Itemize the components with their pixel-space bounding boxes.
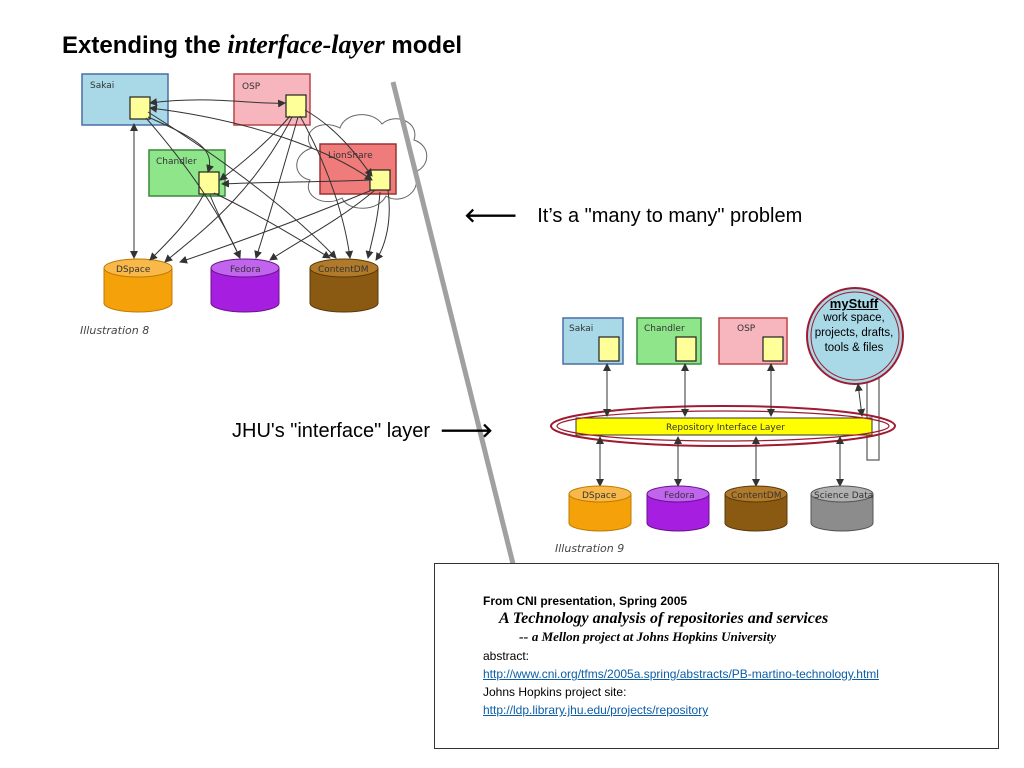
repo-contentdm-top: ContentDM <box>309 258 379 313</box>
citation-subtitle: -- a Mellon project at Johns Hopkins Uni… <box>483 628 879 647</box>
citation-source: From CNI presentation, Spring 2005 <box>483 594 688 608</box>
layer-highlight-ellipse-inner <box>556 410 890 442</box>
right-arrow-icon: 🡒 <box>439 418 494 442</box>
box-lionshare-top: LionShare <box>319 143 397 195</box>
repo-label: Science Data <box>814 491 873 501</box>
illustration-8: Sakai OSP Chandler LionShare DSpace Fedo… <box>80 73 428 337</box>
repo-dspace-top: DSpace <box>103 258 173 313</box>
mystuff-line: tools & files <box>824 342 884 354</box>
box-label: Sakai <box>569 324 593 334</box>
citation-content: From CNI presentation, Spring 2005 A Tec… <box>483 592 879 719</box>
box-osp-top: OSP <box>233 73 311 126</box>
callout-jhu-text: JHU's "interface" layer <box>232 420 431 442</box>
repo-label: ContentDM <box>318 265 369 275</box>
repo-label: DSpace <box>582 491 617 501</box>
repo-fedora-bottom: Fedora <box>646 485 710 532</box>
box-chandler-top: Chandler <box>148 149 226 197</box>
repository-interface-layer <box>575 417 873 436</box>
mystuff-circle-inner <box>810 291 900 381</box>
box-label: Chandler <box>644 324 685 334</box>
repo-contentdm-bottom: ContentDM <box>724 485 788 532</box>
box-chandler-bottom: Chandler <box>636 317 702 365</box>
box-label: OSP <box>737 324 756 334</box>
layer-highlight-ellipse <box>550 405 896 447</box>
box-label: Sakai <box>90 81 114 91</box>
repo-fedora-top: Fedora <box>210 258 280 313</box>
callout-many-text: It’s a "many to many" problem <box>537 205 803 227</box>
mystuff-title: myStuff <box>829 296 879 311</box>
citation-subtitle-text: a Mellon project at Johns Hopkins Univer… <box>531 629 776 644</box>
illustration-caption: Illustration 8 <box>80 324 149 337</box>
box-label: Chandler <box>156 157 197 167</box>
box-osp-bottom: OSP <box>718 317 788 365</box>
slide-title: Extending the interface-layer model <box>62 30 462 60</box>
repo-science-bottom: Science Data <box>810 485 874 532</box>
box-label: LionShare <box>328 151 373 161</box>
box-sakai-top: Sakai <box>81 73 169 126</box>
box-label: OSP <box>242 82 261 92</box>
left-arrow-icon: 🡐 <box>464 203 518 227</box>
title-prefix: Extending the <box>62 32 221 59</box>
mystuff-line: projects, drafts, <box>814 327 894 339</box>
connectors-top <box>130 98 390 264</box>
title-emphasis: interface-layer <box>227 30 385 59</box>
box-sakai-bottom: Sakai <box>562 317 624 365</box>
illustration-9: Sakai Chandler OSP Repository Interface … <box>550 287 904 555</box>
callout-jhu-layer: JHU's "interface" layer 🡒 <box>232 418 493 443</box>
connectors-bottom <box>596 363 866 487</box>
mystuff-line: work space, <box>823 312 885 324</box>
abstract-link[interactable]: http://www.cni.org/tfms/2005a.spring/abs… <box>483 667 879 681</box>
project-site-link[interactable]: http://ldp.library.jhu.edu/projects/repo… <box>483 703 709 717</box>
repo-label: Fedora <box>230 265 261 275</box>
repo-dspace-bottom: DSpace <box>568 485 632 532</box>
layer-label: Repository Interface Layer <box>666 423 785 433</box>
abstract-label: abstract: <box>483 649 530 663</box>
repo-label: ContentDM <box>731 491 782 501</box>
pointer-line <box>390 81 522 586</box>
citation-dash: -- <box>519 630 529 645</box>
mystuff-label: myStuff work space, projects, drafts, to… <box>806 296 902 356</box>
citation-box: From CNI presentation, Spring 2005 A Tec… <box>434 563 999 749</box>
repo-label: DSpace <box>116 265 151 275</box>
title-suffix: model <box>391 32 463 59</box>
callout-many-to-many: 🡐 It’s a "many to many" problem <box>464 203 802 228</box>
illustration-caption: Illustration 9 <box>555 542 624 555</box>
project-site-label: Johns Hopkins project site: <box>483 685 627 699</box>
citation-title: A Technology analysis of repositories an… <box>499 610 829 627</box>
repo-label: Fedora <box>664 491 695 501</box>
